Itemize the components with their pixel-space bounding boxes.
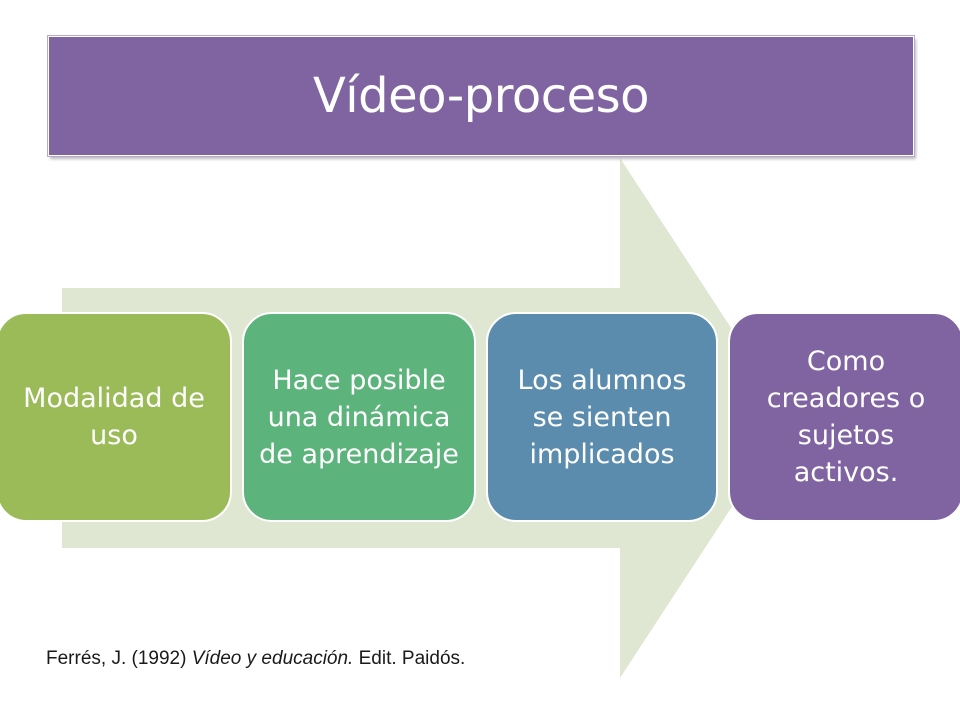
step-2-label: Hace posible una dinámica de aprendizaje (259, 364, 459, 470)
step-4-label: Como creadores o sujetos activos. (766, 346, 926, 488)
title-banner: Vídeo-proceso (47, 35, 915, 157)
citation-work-title: Vídeo y educación. (191, 648, 354, 669)
step-3-label: Los alumnos se sienten implicados (517, 364, 687, 470)
slide-title: Vídeo-proceso (312, 68, 650, 124)
process-step-1: Modalidad de uso (0, 312, 232, 522)
process-step-2: Hace posible una dinámica de aprendizaje (242, 312, 476, 522)
step-1-label: Modalidad de uso (23, 383, 205, 451)
citation-suffix: Edit. Paidós. (353, 648, 466, 669)
process-step-4: Como creadores o sujetos activos. (728, 312, 960, 522)
citation-prefix: Ferrés, J. (1992) (46, 648, 192, 669)
source-citation: Ferrés, J. (1992) Vídeo y educación. Edi… (46, 648, 465, 670)
process-step-3: Los alumnos se sienten implicados (486, 312, 718, 522)
